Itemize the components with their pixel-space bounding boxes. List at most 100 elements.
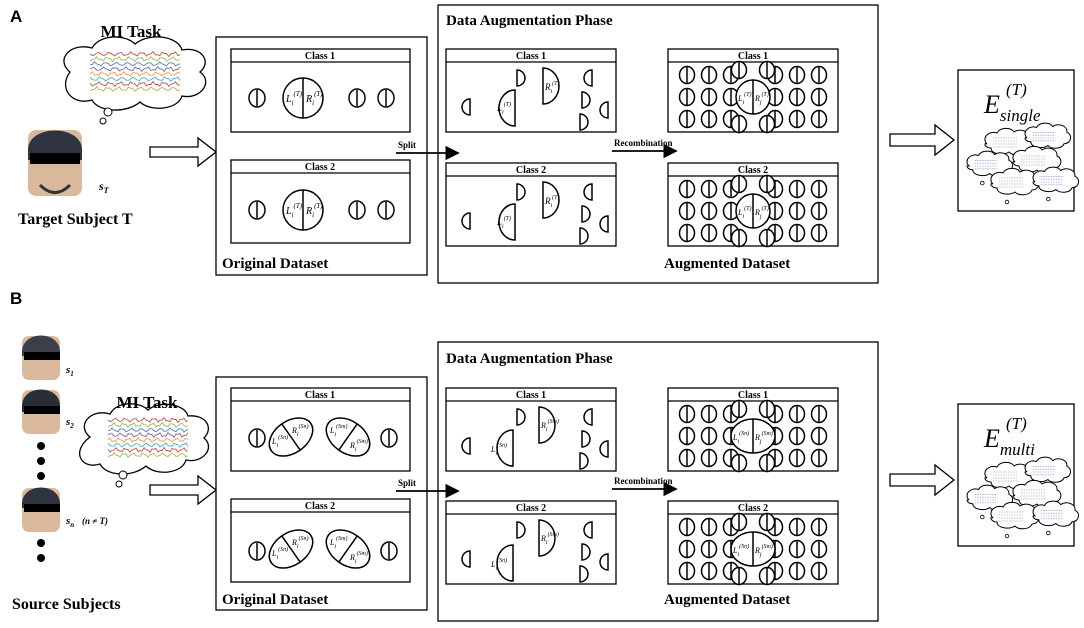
split-label: Split — [398, 140, 416, 150]
trial-icon — [730, 174, 748, 194]
augmented-class-2: Class 2 Li(Sn)Rj(Sm) — [667, 500, 839, 586]
class-label: Class 1 — [738, 390, 768, 401]
recombination-label: Recombination — [614, 476, 673, 486]
ensemble-label: Emulti — [983, 424, 1035, 459]
target-subject-avatar — [28, 130, 82, 196]
input-arrow — [149, 136, 218, 168]
original-class-2: Class 2 Li(Sn) Ri(Sn) Li(Sm) Ri(Sm) — [230, 498, 411, 583]
trial-icon — [810, 448, 828, 468]
trial-icon — [788, 539, 806, 559]
augmented-class-1: Class 1 Li(Sn)Rj(Sm) — [667, 387, 839, 473]
trial-icon — [788, 201, 806, 221]
recombined-trial: Li(T)Rj(T) — [735, 193, 771, 229]
split-label: Split — [398, 478, 416, 488]
eeg-trace — [107, 416, 189, 424]
trial-icon — [678, 223, 696, 243]
trial-icon — [700, 65, 718, 85]
mi-task-label: MI Task — [117, 393, 178, 412]
trial-icon — [678, 426, 696, 446]
trial-icon — [788, 87, 806, 107]
mi-task-label: MI Task — [101, 22, 162, 41]
trial-icon — [810, 109, 828, 129]
trial-icon — [678, 561, 696, 581]
subject-group-label: Source Subjects — [12, 596, 121, 613]
trial-icon — [730, 453, 748, 473]
mi-task-cloud — [63, 36, 207, 125]
classifier-cloud-icon — [966, 484, 1014, 520]
trial-icon — [678, 65, 696, 85]
augmented-class-2: Class 2 Li(T)Rj(T) — [667, 162, 839, 248]
trial-icon — [700, 404, 718, 424]
split-class-2: Class 2 Li(Sn) Ri(Sm) — [445, 500, 617, 585]
eeg-trace — [89, 61, 181, 67]
eeg-trace — [89, 50, 181, 58]
class-label: Class 2 — [305, 162, 335, 173]
cloud-cluster-icon — [966, 122, 1080, 205]
panel-b: B s1 s2 sn (n ≠ T) So — [10, 289, 1080, 622]
eeg-trace — [89, 76, 181, 82]
eeg-trace — [89, 65, 181, 73]
trial-icon — [810, 87, 828, 107]
trial-icon — [758, 114, 776, 134]
subject-label: sT — [98, 179, 110, 195]
trial-icon — [678, 448, 696, 468]
subject-label: s1 — [65, 364, 74, 378]
classifier-cloud-icon — [1032, 166, 1080, 202]
trial-icon — [730, 228, 748, 248]
trial-icon — [678, 517, 696, 537]
trial-icon — [722, 87, 740, 107]
class-label: Class 2 — [516, 165, 546, 176]
trial-icon — [810, 561, 828, 581]
trial-icon — [700, 201, 718, 221]
augmentation-phase-title: Data Augmentation Phase — [446, 13, 613, 29]
source-subject-1-avatar — [22, 335, 60, 380]
trial-icon — [810, 404, 828, 424]
recombined-trial: Li(T)Rj(T) — [735, 79, 771, 115]
panel-b-label: B — [10, 289, 22, 308]
eeg-trace — [89, 85, 181, 92]
trial-icon — [758, 228, 776, 248]
eeg-trace — [89, 55, 181, 63]
input-arrow — [149, 474, 218, 506]
trial-icon — [678, 201, 696, 221]
trial-icon — [678, 87, 696, 107]
trial-icon — [700, 109, 718, 129]
eeg-signal-icon — [107, 416, 189, 458]
original-class-1: Class 1 Li(T) Ri(T) — [230, 48, 411, 133]
trial-icon — [700, 87, 718, 107]
trial-icon — [700, 561, 718, 581]
trial-icon — [730, 399, 748, 419]
trial-icon — [810, 179, 828, 199]
original-dataset-title: Original Dataset — [222, 592, 328, 608]
ensemble-superscript: (T) — [1006, 414, 1027, 433]
trial-icon — [678, 404, 696, 424]
trial-icon — [788, 109, 806, 129]
trial-icon — [810, 517, 828, 537]
ellipsis-dots — [37, 539, 45, 562]
subject-group-label: Target Subject T — [18, 211, 133, 228]
panel-a: A MI Task sT Target Subject T Original D… — [10, 4, 1080, 284]
eeg-trace — [107, 431, 189, 439]
class-label: Class 1 — [516, 390, 546, 401]
cloud-cluster-icon — [966, 456, 1080, 539]
ensemble-label: Esingle — [983, 90, 1041, 125]
eeg-trace — [107, 436, 189, 444]
trial-icon — [758, 60, 776, 80]
eeg-trace — [107, 451, 189, 458]
eeg-trace — [107, 421, 189, 429]
output-arrow — [889, 463, 956, 497]
trial-icon — [788, 448, 806, 468]
class-label: Class 2 — [738, 503, 768, 514]
class-label: Class 1 — [516, 51, 546, 62]
trial-icon — [730, 566, 748, 586]
augmented-dataset-title: Augmented Dataset — [664, 592, 790, 608]
eeg-trace — [89, 70, 181, 78]
mi-task-cloud — [79, 403, 210, 488]
recombination-label: Recombination — [614, 138, 673, 148]
augmentation-phase-box — [437, 341, 879, 622]
trial-icon — [810, 223, 828, 243]
trial-icon — [758, 566, 776, 586]
eeg-trace — [107, 446, 189, 454]
subject-label: s2 — [65, 416, 74, 430]
